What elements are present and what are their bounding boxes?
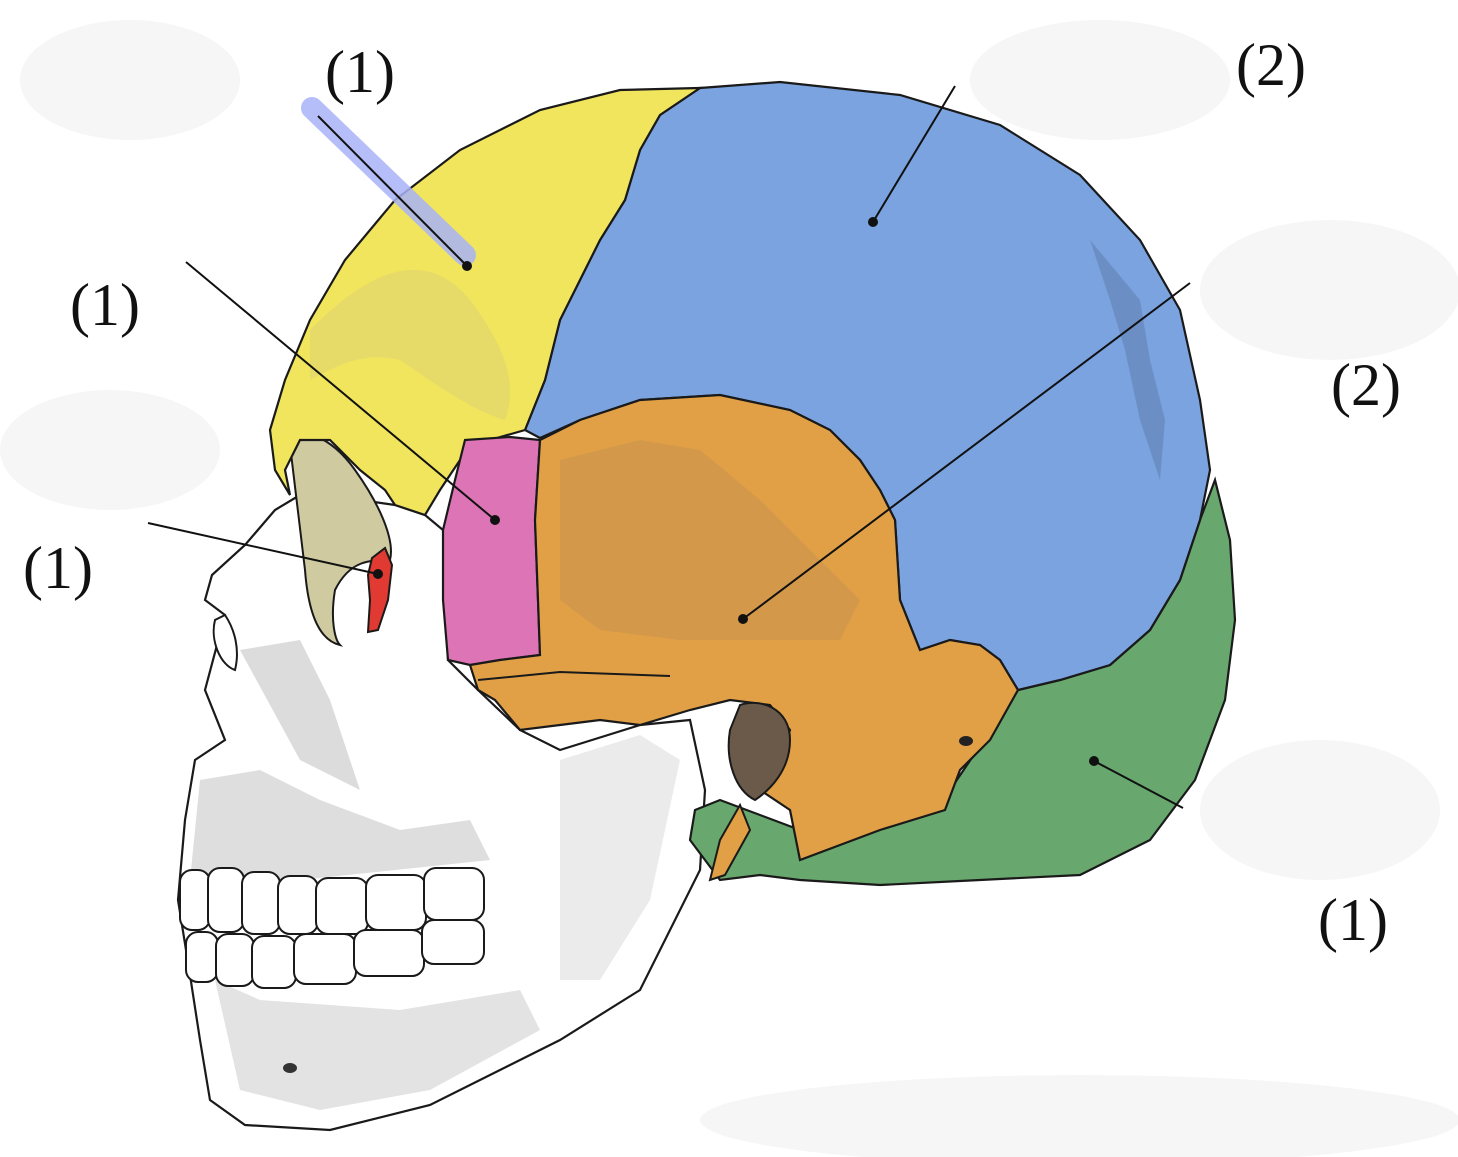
- leader-line-lacrimal: [147, 522, 379, 575]
- cheek-shading: [240, 640, 360, 790]
- orbit: [288, 433, 392, 647]
- frontal-bone: [268, 86, 704, 517]
- ramus-shading: [560, 735, 680, 980]
- frontal-shading: [310, 269, 511, 420]
- leader-line-temporal: [742, 282, 1191, 620]
- teeth: [179, 867, 485, 989]
- leader-dots: [373, 217, 1099, 766]
- dot-frontal: [462, 261, 472, 271]
- sphenoid-bone: [441, 435, 542, 667]
- label-parietal: (2): [1236, 32, 1306, 98]
- parietal-shading: [1090, 240, 1165, 480]
- temporal-shading: [560, 440, 860, 640]
- dot-sphenoid: [490, 515, 500, 525]
- dot-lacrimal: [373, 569, 383, 579]
- dot-parietal: [868, 217, 878, 227]
- zygomatic-arch-line: [477, 670, 671, 681]
- mental-foramen: [283, 1063, 297, 1073]
- jaw-shading: [215, 980, 540, 1110]
- nasal-opening: [212, 613, 238, 672]
- dot-temporal: [738, 614, 748, 624]
- external-auditory-meatus: [727, 701, 792, 802]
- label-occipital: (1): [1318, 887, 1388, 953]
- dot-occipital: [1089, 756, 1099, 766]
- leader-line-occipital: [1093, 760, 1184, 809]
- leader-line-parietal: [872, 85, 956, 223]
- label-temporal: (2): [1331, 352, 1401, 418]
- label-sphenoid: (1): [70, 272, 140, 338]
- label-lacrimal: (1): [23, 535, 93, 601]
- background-smudges: [0, 20, 1458, 1157]
- lacrimal-bone: [366, 546, 394, 634]
- styloid-process: [708, 802, 752, 882]
- leader-line-sphenoid: [185, 261, 496, 521]
- label-frontal: (1): [325, 39, 395, 105]
- maxilla-shading: [190, 770, 490, 880]
- leader-line-frontal: [317, 115, 468, 267]
- leader-lines: [147, 85, 1191, 809]
- facial-skeleton: [176, 433, 707, 1132]
- mastoid-foramen: [959, 736, 973, 746]
- frontal-highlight-pointer: [301, 97, 476, 266]
